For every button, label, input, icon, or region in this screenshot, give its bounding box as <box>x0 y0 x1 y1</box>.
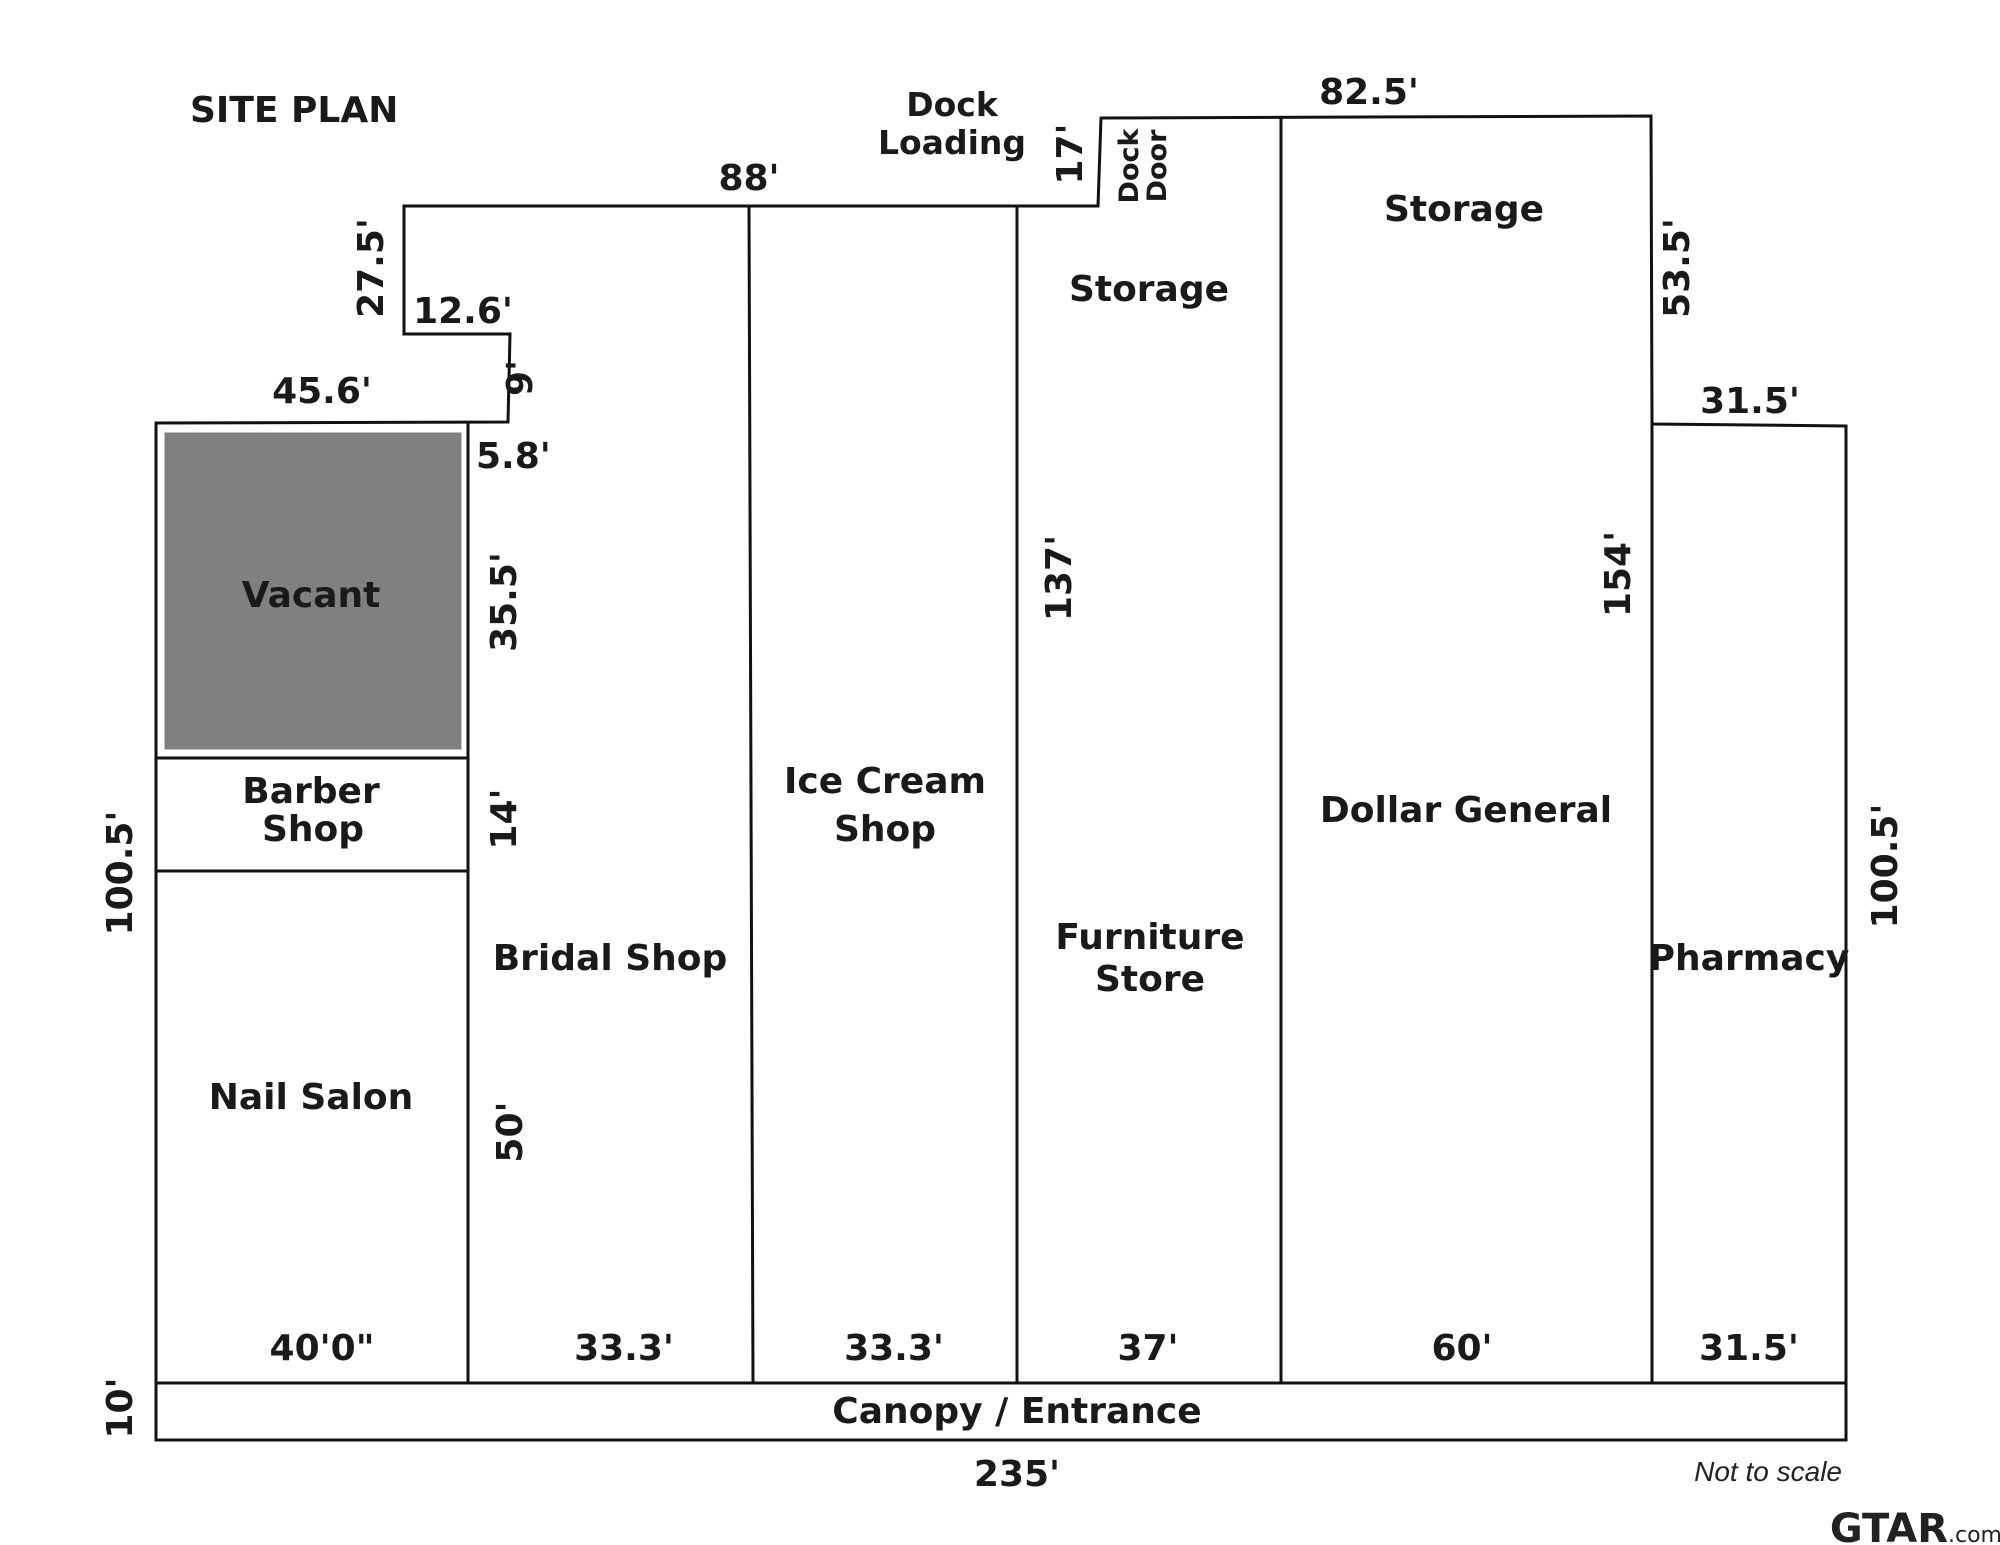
dim-right-depth: 100.5' <box>1865 804 1906 929</box>
dim-front-dollar: 60' <box>1431 1328 1492 1369</box>
dim-rear-88: 88' <box>718 158 779 199</box>
dim-offset-5-8: 5.8' <box>476 436 551 477</box>
unit-label-barber-line1: Barber <box>242 771 380 812</box>
unit-label-dollar-general: Dollar General <box>1320 790 1612 831</box>
unit-label-icecream-line2: Shop <box>834 809 936 850</box>
unit-label-bridal-shop: Bridal Shop <box>493 938 728 979</box>
unit-label-nail-salon: Nail Salon <box>209 1077 414 1118</box>
dim-furniture-depth: 137' <box>1039 535 1080 621</box>
dim-top-pharmacy: 31.5' <box>1700 381 1800 422</box>
dim-front-pharmacy: 31.5' <box>1699 1328 1799 1369</box>
dim-total-width: 235' <box>974 1454 1060 1495</box>
unit-label-vacant: Vacant <box>242 575 381 616</box>
dim-barber-depth: 14' <box>484 788 525 849</box>
wall-bridal-icecream <box>747 204 755 1385</box>
dock-door-line2: Door <box>1142 129 1173 203</box>
dim-step-12-6: 12.6' <box>413 291 513 332</box>
dim-front-bridal: 33.3' <box>574 1328 674 1369</box>
unit-label-furniture-line2: Store <box>1095 959 1205 1000</box>
dock-loading-line1: Dock <box>906 85 999 124</box>
dock-loading-line2: Loading <box>878 123 1026 162</box>
dim-nail-depth: 50' <box>490 1101 531 1162</box>
dim-front-nail: 40'0" <box>270 1328 375 1369</box>
site-plan-title: SITE PLAN <box>190 90 398 131</box>
storage-label-furniture: Storage <box>1069 269 1229 310</box>
gtar-logo: GTAR <box>1830 1506 1948 1545</box>
dim-step-9: 9' <box>500 360 541 396</box>
dim-vacant-depth: 35.5' <box>484 552 525 652</box>
dim-dock-17: 17' <box>1050 123 1091 184</box>
building-outline <box>154 114 1848 1442</box>
storage-label-dollar: Storage <box>1384 189 1544 230</box>
dim-rear-82-5: 82.5' <box>1319 72 1419 113</box>
unit-label-furniture-line1: Furniture <box>1055 917 1244 958</box>
dim-canopy-depth: 10' <box>100 1377 141 1438</box>
canopy-entrance-label: Canopy / Entrance <box>832 1391 1201 1432</box>
vacant-unit-fill <box>159 427 467 755</box>
dim-step-27-5: 27.5' <box>351 218 392 318</box>
unit-label-icecream-line1: Ice Cream <box>784 761 986 802</box>
dim-left-depth: 100.5' <box>100 811 141 936</box>
dim-front-furniture: 37' <box>1117 1328 1178 1369</box>
dim-top-vacant: 45.6' <box>272 371 372 412</box>
dim-front-icecream: 33.3' <box>844 1328 944 1369</box>
dim-dollar-depth: 154' <box>1598 531 1639 617</box>
unit-label-pharmacy: Pharmacy <box>1649 938 1850 979</box>
dim-side-53-5: 53.5' <box>1657 218 1698 318</box>
unit-label-barber-line2: Shop <box>262 809 364 850</box>
dock-door-line1: Dock <box>1114 128 1145 204</box>
gtar-logo-suffix: .com <box>1948 1523 2000 1545</box>
not-to-scale-note: Not to scale <box>1694 1456 1842 1487</box>
